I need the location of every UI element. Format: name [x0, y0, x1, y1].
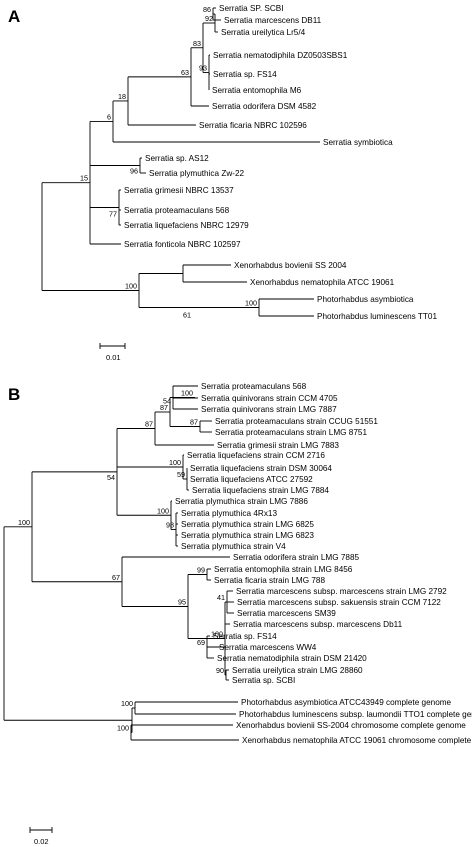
bootstrap-value: 61: [183, 311, 191, 320]
bootstrap-value: 100: [181, 389, 193, 398]
taxon-label: Xenorhabdus nematophila ATCC 19061 chrom…: [242, 736, 472, 745]
taxon-label: Photorhabdus luminescens subsp. laumondi…: [239, 710, 472, 719]
scale-label-a: 0.01: [106, 353, 121, 362]
taxon-label: Serratia marcescens subsp. marcescens st…: [236, 587, 447, 596]
taxon-label: Serratia plymuthica 4Rx13: [181, 509, 277, 518]
taxon-label: Serratia nematodiphila DZ0503SBS1: [213, 51, 348, 60]
taxon-label: Serratia marcescens subsp. sakuensis str…: [237, 598, 441, 607]
bootstrap-value: 83: [193, 39, 201, 48]
taxon-label: Serratia grimesii NBRC 13537: [124, 186, 234, 195]
taxon-label: Serratia proteamaculans 568: [201, 382, 307, 391]
taxon-label: Serratia ficaria strain LMG 788: [214, 576, 325, 585]
taxon-label: Serratia quinivorans strain CCM 4705: [201, 394, 338, 403]
taxon-label: Serratia quinivorans strain LMG 7887: [201, 405, 337, 414]
taxon-label: Serratia marcescens DB11: [224, 16, 322, 25]
taxon-label: Photorhabdus asymbiotica: [317, 295, 414, 304]
taxon-label: Photorhabdus luminescens TT01: [317, 312, 437, 321]
taxon-label: Serratia plymuthica strain LMG 6823: [181, 531, 314, 540]
taxon-label: Serratia plymuthica strain LMG 6825: [181, 520, 314, 529]
taxon-label: Serratia plymuthica strain V4: [181, 542, 286, 551]
bootstrap-value: 69: [197, 638, 205, 647]
taxon-label: Serratia entomophila M6: [212, 86, 302, 95]
bootstrap-value: 15: [80, 174, 88, 183]
bootstrap-value: 87: [145, 420, 153, 429]
taxon-label: Xenorhabdus bovienii SS-2004 chromosome …: [236, 721, 466, 730]
bootstrap-value: 100: [18, 518, 30, 527]
bootstrap-value: 100: [169, 458, 181, 467]
bootstrap-value: 6: [107, 112, 111, 121]
bootstrap-value: 99: [197, 566, 205, 575]
taxon-label: Serratia sp. AS12: [145, 154, 209, 163]
panel-letter-a: A: [8, 7, 20, 26]
scale-label-b: 0.02: [34, 837, 49, 846]
bootstrap-value: 100: [157, 506, 169, 515]
taxon-label: Serratia liquefaciens strain CCM 2716: [187, 451, 325, 460]
bootstrap-value: 77: [109, 210, 117, 219]
taxon-label: Serratia ureilytica strain LMG 28860: [232, 666, 363, 675]
bootstrap-value: 67: [112, 573, 120, 582]
taxon-label: Serratia proteamaculans strain CCUG 5155…: [215, 417, 378, 426]
taxon-label: Serratia odorifera strain LMG 7885: [233, 553, 360, 562]
taxon-label: Serratia marcescens SM39: [237, 609, 336, 618]
taxon-label: Serratia proteamaculans 568: [124, 206, 230, 215]
bootstrap-value: 92: [205, 14, 213, 23]
taxon-label: Serratia SP. SCBI: [219, 4, 283, 13]
taxon-label: Serratia marcescens subsp. marcescens Db…: [233, 620, 403, 629]
bootstrap-value: 54: [163, 397, 171, 406]
bootstrap-value: 87: [190, 418, 198, 427]
taxon-label: Serratia sp. SCBI: [232, 676, 295, 685]
bootstrap-value: 100: [117, 724, 129, 733]
bootstrap-value: 100: [245, 299, 257, 308]
taxon-label: Serratia ficaria NBRC 102596: [199, 121, 307, 130]
bootstrap-value: 18: [118, 92, 126, 101]
bootstrap-value: 63: [181, 68, 189, 77]
taxon-label: Serratia liquefaciens NBRC 12979: [124, 221, 249, 230]
bootstrap-value: 87: [160, 403, 168, 412]
bootstrap-value: 96: [130, 167, 138, 176]
taxon-label: Serratia liquefaciens strain LMG 7884: [192, 486, 329, 495]
bootstrap-value: 95: [178, 598, 186, 607]
taxon-label: Serratia sp. FS14: [213, 632, 277, 641]
taxon-label: Serratia sp. FS14: [213, 70, 277, 79]
taxon-label: Serratia entomophila strain LMG 8456: [214, 565, 353, 574]
bootstrap-value: 100: [211, 630, 223, 639]
taxon-label: Serratia grimesii strain LMG 7883: [217, 441, 339, 450]
taxon-label: Xenorhabdus nematophila ATCC 19061: [250, 278, 395, 287]
bootstrap-value: 86: [203, 5, 211, 14]
panel-letter-b: B: [8, 385, 20, 404]
taxon-label: Serratia odorifera DSM 4582: [212, 102, 317, 111]
taxon-label: Photorhabdus asymbiotica ATCC43949 compl…: [241, 698, 452, 707]
bootstrap-value: 54: [107, 473, 115, 482]
taxon-label: Serratia proteamaculans strain LMG 8751: [215, 428, 367, 437]
bootstrap-value: 100: [125, 282, 137, 291]
taxon-label: Serratia symbiotica: [323, 138, 393, 147]
bootstrap-value: 41: [217, 593, 225, 602]
taxon-label: Xenorhabdus bovienii SS 2004: [234, 261, 347, 270]
bootstrap-value: 59: [177, 470, 185, 479]
taxon-label: Serratia plymuthica Zw-22: [149, 169, 245, 178]
taxon-label: Serratia liquefaciens strain DSM 30064: [190, 464, 332, 473]
taxon-label: Serratia liquefaciens ATCC 27592: [190, 475, 313, 484]
taxon-label: Serratia ureilytica Lr5/4: [221, 28, 306, 37]
bootstrap-value: 98: [166, 521, 174, 530]
taxon-label: Serratia plymuthica strain LMG 7886: [175, 497, 308, 506]
taxon-label: Serratia fonticola NBRC 102597: [124, 240, 241, 249]
bootstrap-value: 100: [121, 699, 133, 708]
taxon-label: Serratia nematodiphila strain DSM 21420: [217, 654, 367, 663]
taxon-label: Serratia marcescens WW4: [219, 643, 317, 652]
bootstrap-value: 90: [216, 666, 224, 675]
